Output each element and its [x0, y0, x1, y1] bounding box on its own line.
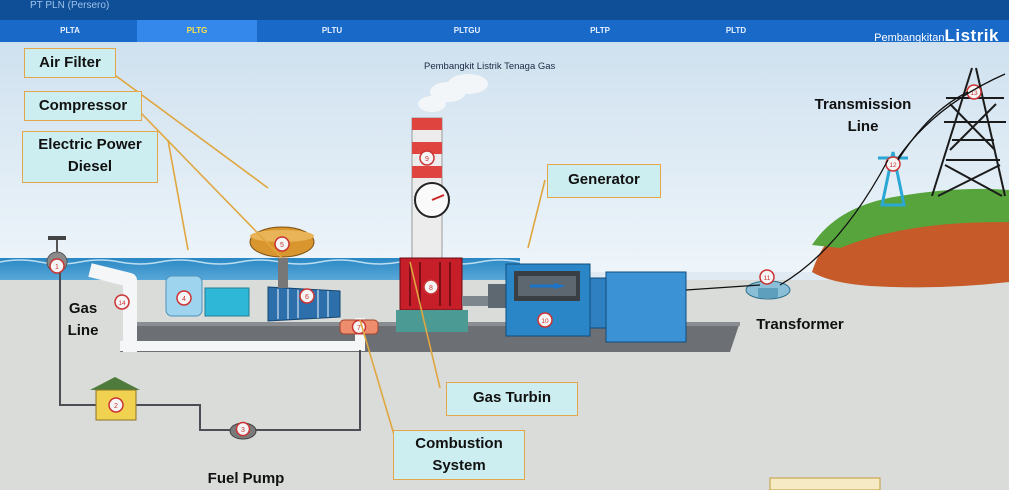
component-number-13: 13: [970, 90, 978, 97]
label-transformer: Transformer: [756, 316, 844, 333]
label-gas-line-2: Line: [67, 322, 99, 339]
tab-plta[interactable]: PLTA: [60, 26, 80, 35]
label-transmission-line: Transmission Line: [780, 94, 946, 138]
top-bar-text: PT PLN (Persero): [30, 0, 110, 11]
label-fuel-pump: Fuel Pump: [207, 470, 285, 487]
component-number-3: 3: [241, 427, 245, 434]
power-plant-diagram: 1 4 14 6 5 7 2: [0, 42, 1009, 490]
label-gas-turbin: Gas Turbin: [446, 382, 578, 416]
component-number-11: 11: [764, 275, 771, 282]
diagram-illustration: 1 4 14 6 5 7 2: [0, 42, 1009, 490]
label-electric-power-line2: Diesel: [67, 158, 113, 175]
tab-pltg[interactable]: PLTG: [137, 20, 257, 42]
component-number-6: 6: [305, 294, 309, 301]
component-number-7: 7: [357, 325, 361, 332]
component-number-14: 14: [118, 300, 126, 307]
top-bar: PT PLN (Persero): [0, 0, 1009, 20]
label-generator: Generator: [547, 164, 661, 198]
label-compressor: Compressor: [24, 91, 142, 121]
component-number-5: 5: [280, 242, 284, 249]
label-electric-power-diesel: Electric Power Diesel: [22, 131, 158, 183]
nav-bar: PLTA PLTG PLTU PLTGU PLTP PLTD Pembangki…: [0, 20, 1009, 45]
label-combustion-system: Combustion System: [393, 430, 525, 480]
tab-pltp[interactable]: PLTP: [590, 26, 610, 35]
component-number-12: 12: [889, 162, 897, 169]
component-number-9: 9: [425, 156, 429, 163]
label-air-filter: Air Filter: [24, 48, 116, 78]
brand-prefix: Pembangkitan: [874, 32, 945, 44]
label-gas-line: Gas Line: [48, 298, 118, 342]
label-electric-power-line1: Electric Power: [38, 136, 142, 153]
brand-logo: PembangkitanListrik: [874, 26, 999, 46]
component-number-1: 1: [55, 264, 59, 271]
tab-pltu[interactable]: PLTU: [321, 26, 343, 35]
label-gas-line-1: Gas: [68, 300, 98, 317]
component-number-10: 10: [541, 318, 549, 325]
label-transmission-line-1: Transmission: [814, 96, 912, 113]
diagram-subtitle: Pembangkit Listrik Tenaga Gas: [424, 61, 556, 72]
label-transmission-line-2: Line: [847, 118, 879, 135]
component-number-2: 2: [114, 403, 118, 410]
brand-main: Listrik: [944, 26, 999, 45]
label-combustion-line2: System: [432, 457, 486, 474]
component-number-4: 4: [182, 296, 186, 303]
label-combustion-line1: Combustion: [415, 435, 503, 452]
tab-pltgu[interactable]: PLTGU: [453, 26, 481, 35]
tab-pltd[interactable]: PLTD: [725, 26, 747, 35]
component-number-8: 8: [429, 285, 433, 292]
